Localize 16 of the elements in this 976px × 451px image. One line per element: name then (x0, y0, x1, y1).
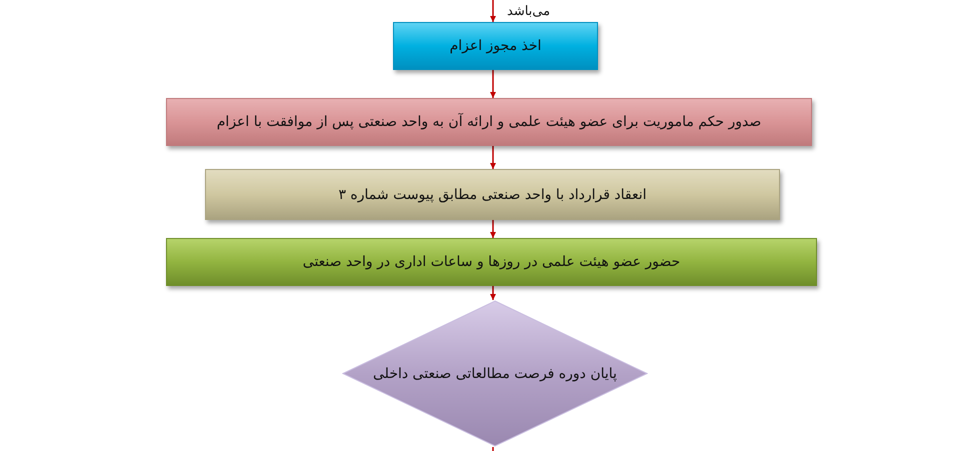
arrow (490, 286, 496, 300)
node-text: حضور عضو هیئت علمی در روزها و ساعات اداری در واحد صنعتی (302, 254, 680, 270)
process-box (166, 98, 812, 146)
node-text: پایان دوره فرصت مطالعاتی صنعتی داخلی (373, 366, 617, 382)
arrow (490, 220, 496, 238)
process-box (166, 238, 817, 286)
process-box (205, 169, 780, 220)
arrow (490, 70, 496, 98)
node-text: اخذ مجوز اعزام (450, 38, 542, 54)
node-text: انعقاد قرارداد با واحد صنعتی مطابق پیوست شماره ۳ (338, 186, 647, 202)
note-text: می‌باشد (507, 4, 550, 19)
decision-diamond (342, 300, 648, 447)
arrow (490, 0, 496, 22)
arrow (490, 146, 496, 169)
process-box (393, 22, 598, 70)
node-text: صدور حکم ماموریت برای عضو هیئت علمی و ارائه آن به واحد صنعتی پس از موافقت با اعزام (216, 114, 762, 130)
